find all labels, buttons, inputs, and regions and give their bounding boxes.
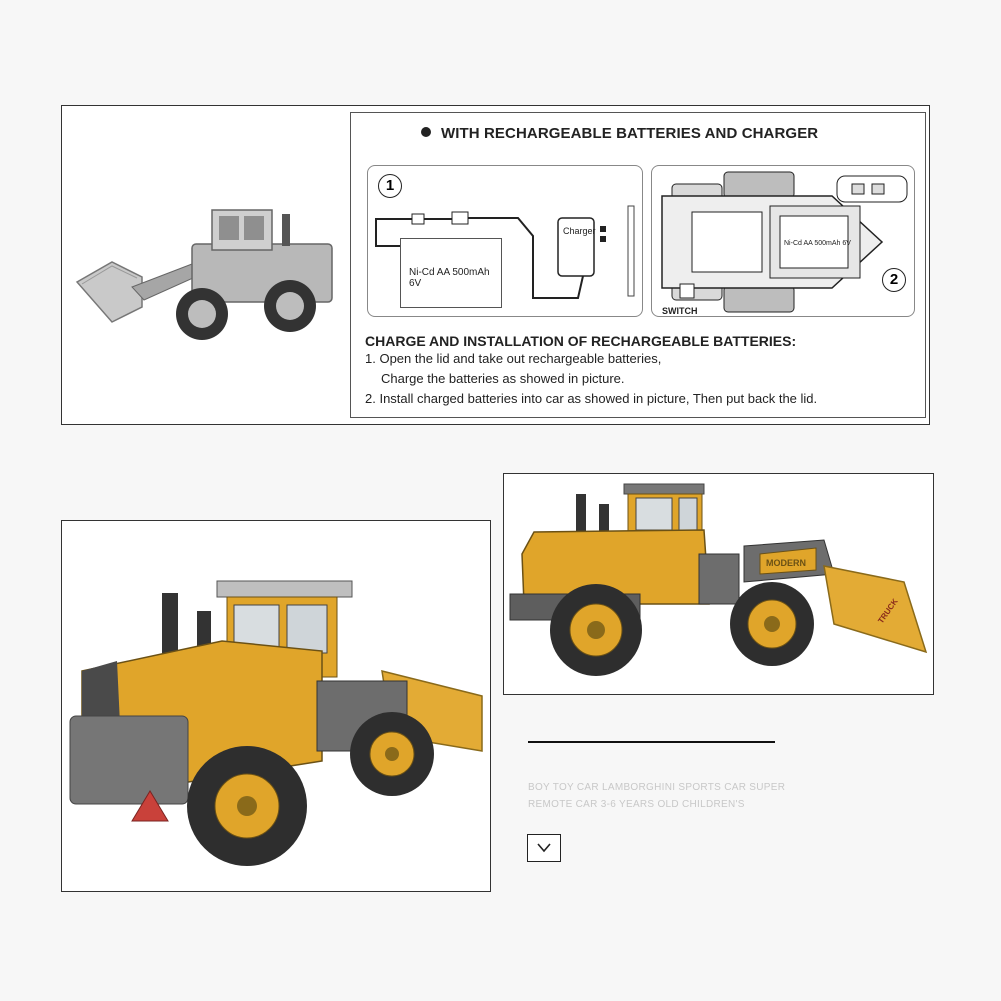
- step-badge-2: 2: [882, 268, 906, 292]
- step-badge-1: 1: [378, 174, 402, 198]
- battery-label-small: Ni-Cd AA 500mAh 6V: [784, 240, 851, 247]
- charging-diagram: 1 Charger Ni-Cd AA 500mAh 6V: [367, 165, 643, 317]
- loader-front-illustration: [69, 580, 483, 866]
- modern-decal: MODERN: [766, 558, 806, 568]
- product-photo-side: MODERN TRUCK: [503, 473, 934, 695]
- loader-side-illustration: MODERN TRUCK: [509, 483, 928, 676]
- installation-diagram: Ni-Cd AA 500mAh 6V 2 SWITCH: [651, 165, 915, 317]
- instructions-header: WITH RECHARGEABLE BATTERIES AND CHARGER: [421, 125, 818, 142]
- caption-line-2: REMOTE CAR 3-6 YEARS OLD CHILDREN'S: [528, 799, 745, 810]
- instruction-panel: WITH RECHARGEABLE BATTERIES AND CHARGER …: [61, 105, 930, 425]
- product-photo-front: [61, 520, 491, 892]
- caption-line-1: BOY TOY CAR LAMBORGHINI SPORTS CAR SUPER: [528, 782, 786, 793]
- step-1-text: 1. Open the lid and take out rechargeabl…: [365, 351, 662, 366]
- caption-divider: [528, 741, 775, 743]
- step-2-text: 2. Install charged batteries into car as…: [365, 391, 818, 406]
- step-1b-text: Charge the batteries as showed in pictur…: [381, 371, 625, 386]
- loader-illustration-grey: [75, 209, 333, 340]
- chevron-down-icon: [537, 843, 551, 853]
- battery-pack: Ni-Cd AA 500mAh 6V: [400, 238, 502, 308]
- switch-label: SWITCH: [662, 306, 698, 316]
- expand-button[interactable]: [527, 834, 561, 862]
- battery-instructions: WITH RECHARGEABLE BATTERIES AND CHARGER …: [350, 112, 926, 418]
- bullet-dot-icon: [421, 127, 431, 138]
- charger-label: Charger: [563, 226, 596, 236]
- charging-wires: [375, 205, 635, 299]
- charge-title: CHARGE AND INSTALLATION OF RECHARGEABLE …: [365, 333, 797, 349]
- car-chassis-diagram: [661, 171, 908, 313]
- battery-label: Ni-Cd AA 500mAh 6V: [409, 267, 490, 289]
